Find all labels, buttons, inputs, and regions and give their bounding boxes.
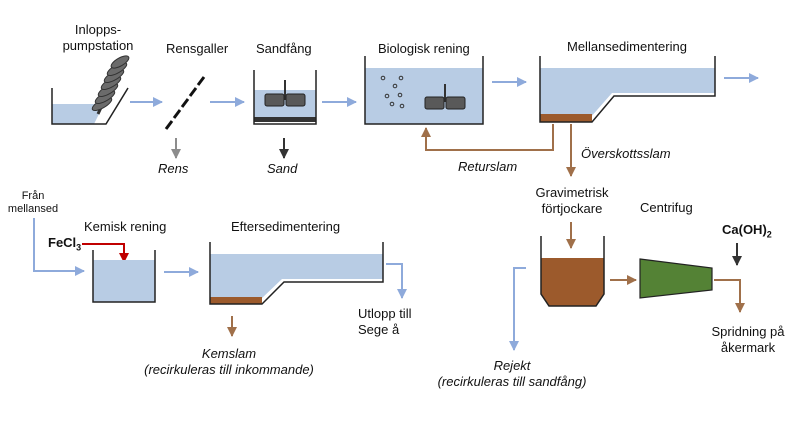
reject-label-line1: Rejekt [493, 358, 531, 373]
screw-pump-icon [91, 55, 130, 115]
sand-label: Sand [267, 161, 298, 176]
thickener-label: Gravimetrisk förtjockare [520, 185, 624, 217]
outlet-label-line1: Utlopp till [358, 306, 412, 321]
return-sludge-line [421, 124, 554, 151]
inlet-pump-station [51, 55, 130, 125]
grit-chamber [253, 70, 317, 125]
chem-sludge-label-line1: Kemslam [201, 346, 257, 361]
inflow-line [33, 218, 85, 276]
fecl3-label: FeCl3 [48, 235, 81, 256]
chemical-label: Kemisk rening [84, 219, 167, 234]
to-field-arrow [714, 279, 745, 313]
intermediate-sed-label: Mellansedimentering [567, 39, 687, 54]
reject-line [509, 267, 526, 351]
mixer-icon [424, 96, 445, 110]
fecl3-text: FeCl [48, 235, 77, 250]
bar-screen-icon [164, 76, 206, 130]
biological-tank [364, 56, 484, 125]
spreading-label: Spridning på åkermark [700, 324, 796, 356]
inlet-label: Inlopps- pumpstation [48, 22, 148, 54]
outlet-line [386, 263, 407, 299]
lime-text: Ca(OH) [722, 222, 767, 237]
centrifuge-icon [639, 258, 713, 299]
final-sedimentation-tank [209, 242, 384, 305]
spreading-label-line1: Spridning på [711, 324, 785, 339]
lime-label: Ca(OH)2 [722, 222, 772, 243]
chem-sludge-label: Kemslam (recirkuleras till inkommande) [130, 346, 328, 378]
rens-label: Rens [158, 161, 189, 176]
inlet-label-line2: pumpstation [62, 38, 134, 53]
chem-sludge-label-line2: (recirkuleras till inkommande) [144, 362, 314, 377]
biological-label: Biologisk rening [378, 41, 470, 56]
gravity-thickener [540, 236, 605, 307]
air-bubbles-icon [380, 75, 405, 109]
outlet-label: Utlopp till Sege å [358, 306, 411, 338]
fecl3-dosing-line [82, 243, 129, 263]
reject-label-line2: (recirkuleras till sandfång) [437, 374, 587, 389]
thickener-label-line1: Gravimetrisk [535, 185, 609, 200]
from-label-line2: mellansed [7, 203, 59, 215]
intermediate-sedimentation-tank [539, 56, 716, 123]
centrifuge-label: Centrifug [640, 200, 693, 215]
mixer-icon [264, 93, 285, 107]
spreading-label-line2: åkermark [720, 340, 776, 355]
from-label-line1: Från [21, 190, 45, 202]
from-label: Från mellansed [2, 190, 64, 216]
reject-label: Rejekt (recirkuleras till sandfång) [428, 358, 596, 390]
screen-label: Rensgaller [166, 41, 229, 56]
outlet-label-line2: Sege å [358, 322, 400, 337]
lime-subscript: 2 [766, 229, 772, 240]
inlet-label-line1: Inlopps- [74, 22, 122, 37]
thickener-label-line2: förtjockare [541, 201, 603, 216]
final-sed-label: Eftersedimentering [231, 219, 341, 234]
chemical-tank [92, 250, 156, 303]
return-sludge-label: Returslam [458, 159, 518, 174]
grit-chamber-label: Sandfång [256, 41, 312, 56]
excess-sludge-label: Överskottsslam [581, 146, 671, 161]
fecl3-subscript: 3 [76, 242, 82, 253]
